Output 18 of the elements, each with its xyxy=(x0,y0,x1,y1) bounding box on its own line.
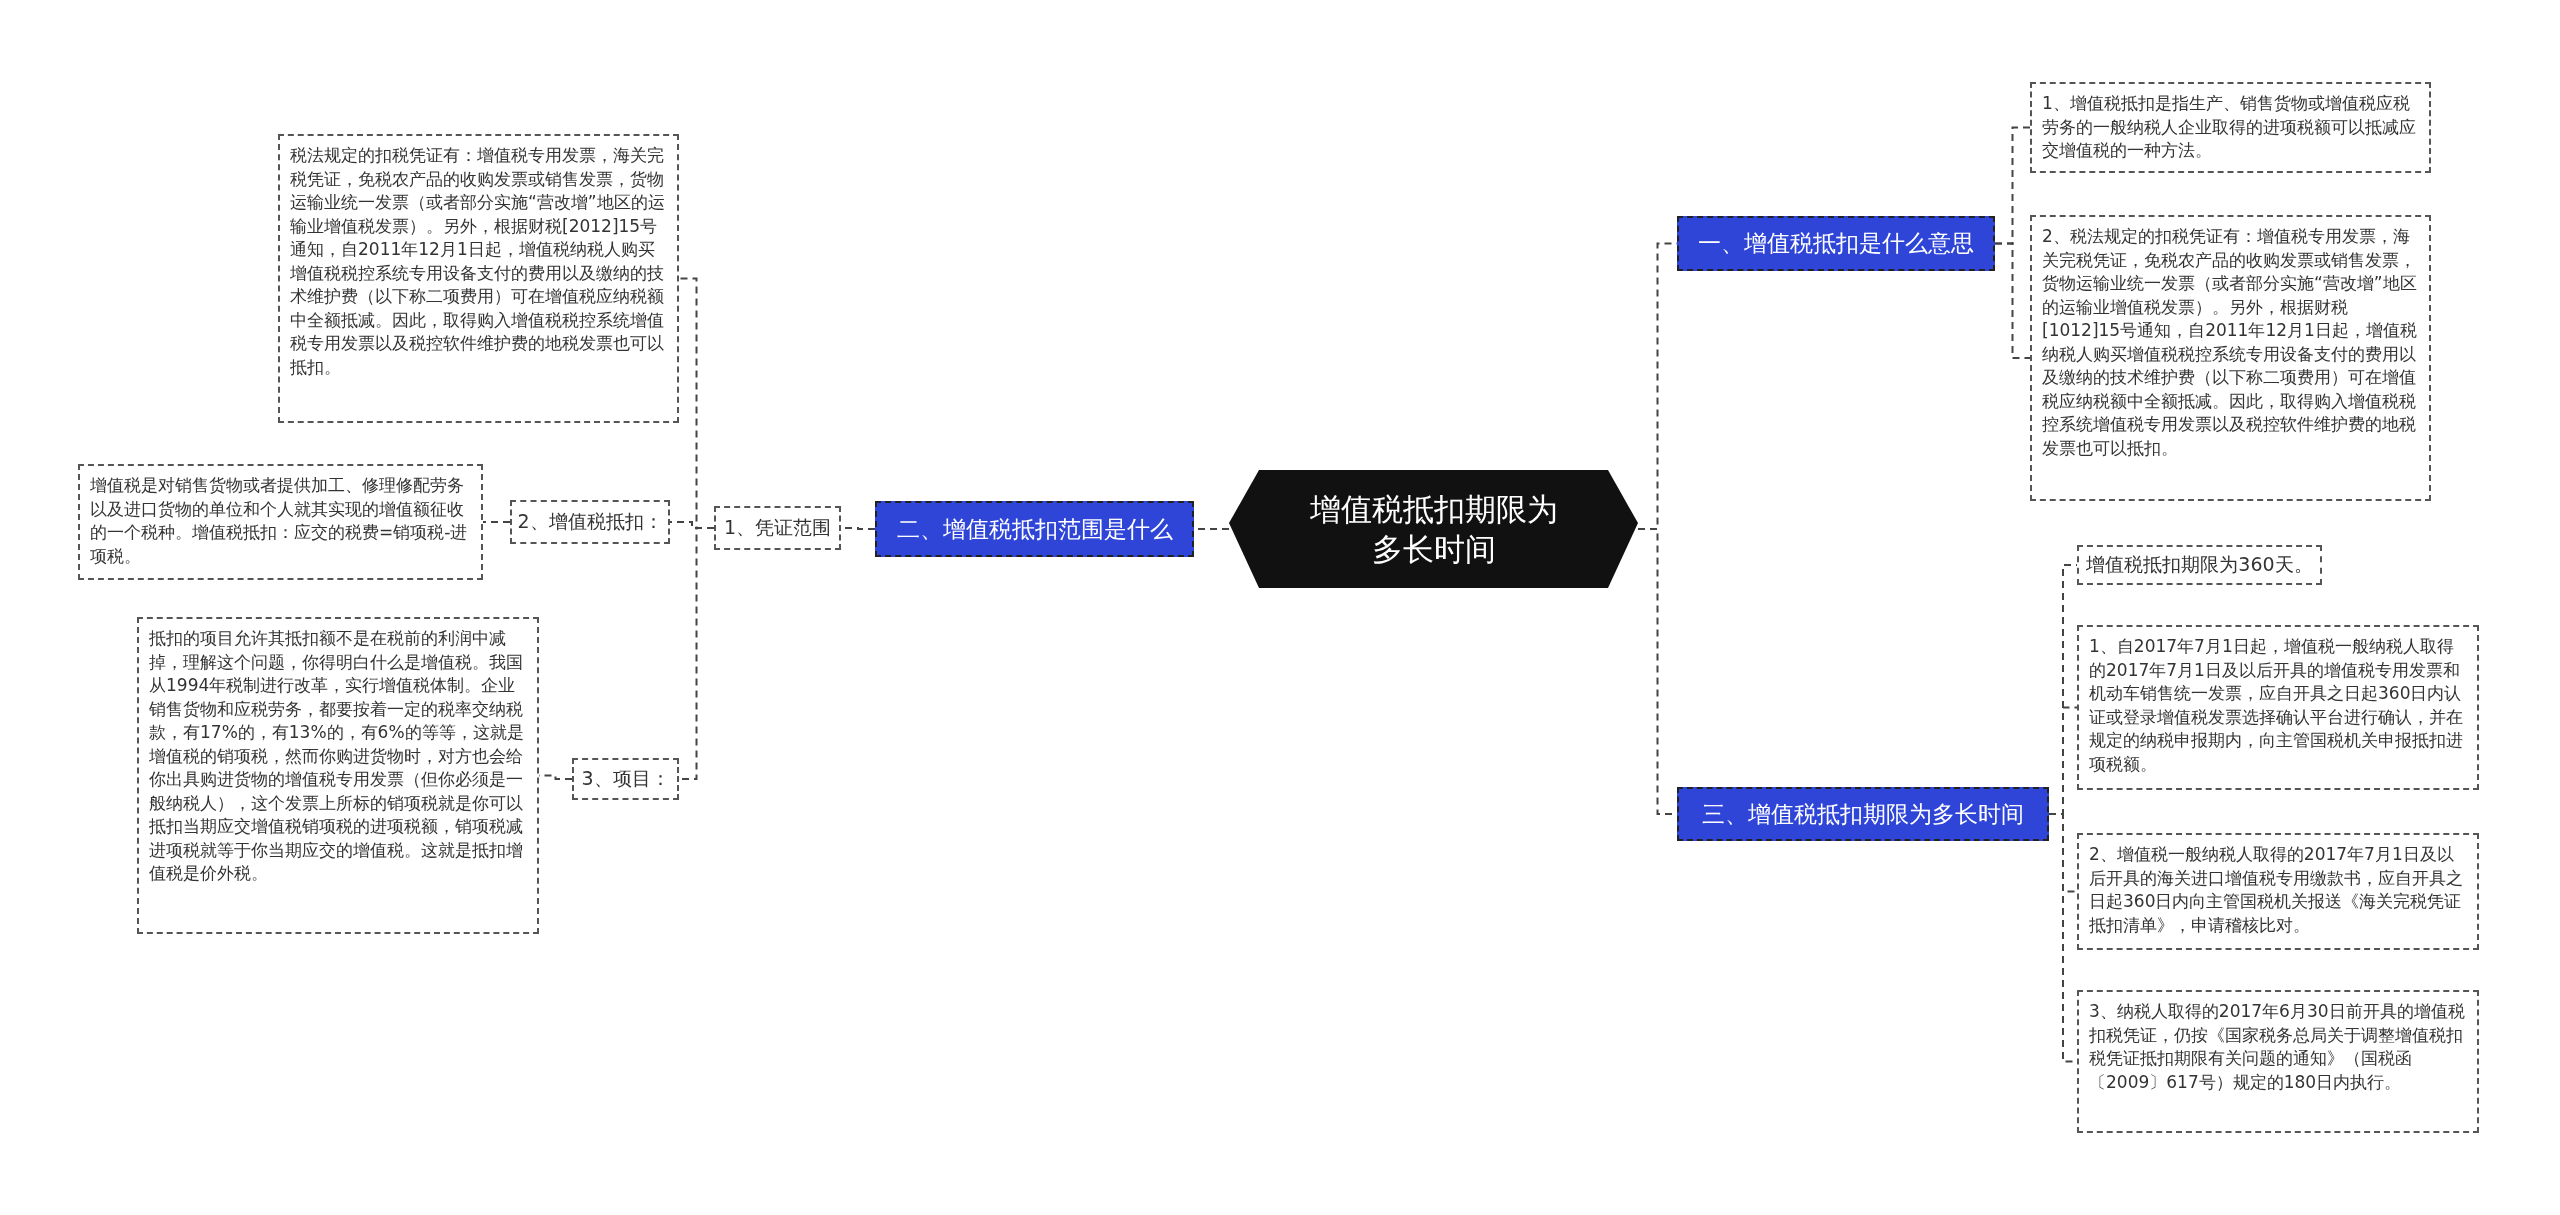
text-box: 1、自2017年7月1日起，增值税一般纳税人取得的2017年7月1日及以后开具的增值税专用发票和机动车销售统一发票，应自开具之日起360日内认证或登录增值税发票选择确认平台进行确认，并在规定的纳税申报期内，向主管国税机关申报抵扣进项税额。 xyxy=(2077,625,2479,790)
subtopic-box: 3、项目： xyxy=(572,758,679,800)
branch-topic: 一、增值税抵扣是什么意思 xyxy=(1677,216,1995,271)
text-box: 增值税是对销售货物或者提供加工、修理修配劳务以及进口货物的单位和个人就其实现的增值额征收的一个税种。增值税抵扣：应交的税费=销项税-进项税。 xyxy=(78,464,483,580)
subtopic-box: 2、增值税抵扣： xyxy=(510,500,670,544)
branch-topic: 三、增值税抵扣期限为多长时间 xyxy=(1677,787,2049,841)
central-topic: 增值税抵扣期限为多长时间 xyxy=(1229,470,1638,588)
connector xyxy=(1994,242,2031,359)
text-box: 2、税法规定的扣税凭证有：增值税专用发票，海关完税凭证，免税农产品的收购发票或销售发票，货物运输业统一发票（或者部分实施“营改增”地区的运输业增值税发票）。另外，根据财税[1012]15号通知，自2011年12月1日起，增值税纳税人购买增值税税控系统专用设备支付的费用以及缴纳的技术维护费（以下称二项费用）可在增值税应纳税额中全额抵减。因此，取得购入增值税税控系统增值税专用发票以及税控软件维护费的地税发票也可以抵扣。 xyxy=(2030,215,2431,501)
connector xyxy=(482,521,511,523)
text-box: 抵扣的项目允许其抵扣额不是在税前的利润中减掉，理解这个问题，你得明白什么是增值税。我国从1994年税制进行改革，实行增值税体制。企业销售货物和应税劳务，都要按着一定的税率交纳税款，有17%的，有13%的，有6%的等等，这就是增值税的销项税，然而你购进货物时，对方也会给你出具购进货物的增值税专用发票（但你必须是一般纳税人），这个发票上所标的销项税就是你可以抵扣当期应交增值税销项税的进项税额，销项税减进项税就等于你当期应交的增值税。这就是抵扣增值税是价外税。 xyxy=(137,617,539,934)
branch-topic: 二、增值税抵扣范围是什么 xyxy=(875,501,1194,557)
text-box: 1、增值税抵扣是指生产、销售货物或增值税应税劳务的一般纳税人企业取得的进项税额可以抵减应交增值税的一种方法。 xyxy=(2030,82,2431,173)
subtopic-box: 增值税抵扣期限为360天。 xyxy=(2077,545,2322,585)
text-box: 3、纳税人取得的2017年6月30日前开具的增值税扣税凭证，仍按《国家税务总局关于调整增值税扣税凭证抵扣期限有关问题的通知》（国税函〔2009〕617号）规定的180日内执行。 xyxy=(2077,990,2479,1133)
text-box: 税法规定的扣税凭证有：增值税专用发票，海关完税凭证，免税农产品的收购发票或销售发票，货物运输业统一发票（或者部分实施“营改增”地区的运输业增值税发票）。另外，根据财税[2012]15号通知，自2011年12月1日起，增值税纳税人购买增值税税控系统专用设备支付的费用以及缴纳的技术维护费（以下称二项费用）可在增值税应纳税额中全额抵减。因此，取得购入增值税税控系统增值税专用发票以及税控软件维护费的地税发票也可以抵扣。 xyxy=(278,134,679,423)
text-box: 2、增值税一般纳税人取得的2017年7月1日及以后开具的海关进口增值税专用缴款书，应自开具之日起360日内向主管国税机关报送《海关完税凭证抵扣清单》，申请稽核比对。 xyxy=(2077,833,2479,950)
subtopic-box: 1、凭证范围 xyxy=(714,506,841,550)
